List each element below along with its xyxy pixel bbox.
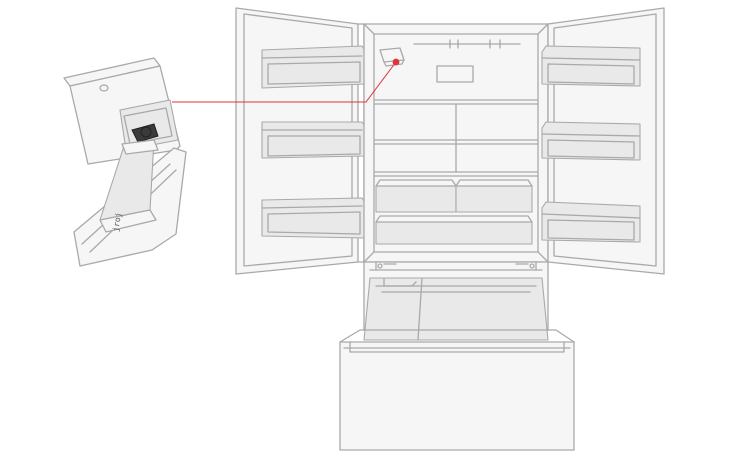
right-door-bin-middle [541, 121, 641, 161]
right-door-bin-bottom [541, 201, 641, 243]
left-door-bin-top [261, 45, 367, 89]
callout-line [172, 61, 397, 103]
callout [172, 58, 400, 103]
callout-dot [392, 58, 400, 66]
light-panel [436, 65, 474, 83]
lower-drawer [375, 215, 533, 245]
freezer-drawer [339, 329, 575, 451]
left-door-bin-bottom [261, 197, 367, 239]
right-door-bin-top [541, 45, 641, 87]
crisper-drawers [375, 179, 533, 213]
filter-label: jroj [111, 212, 123, 233]
freezer-basket [363, 277, 549, 341]
left-door-bin-middle [261, 121, 367, 159]
filter-detail: jroj [63, 57, 187, 267]
